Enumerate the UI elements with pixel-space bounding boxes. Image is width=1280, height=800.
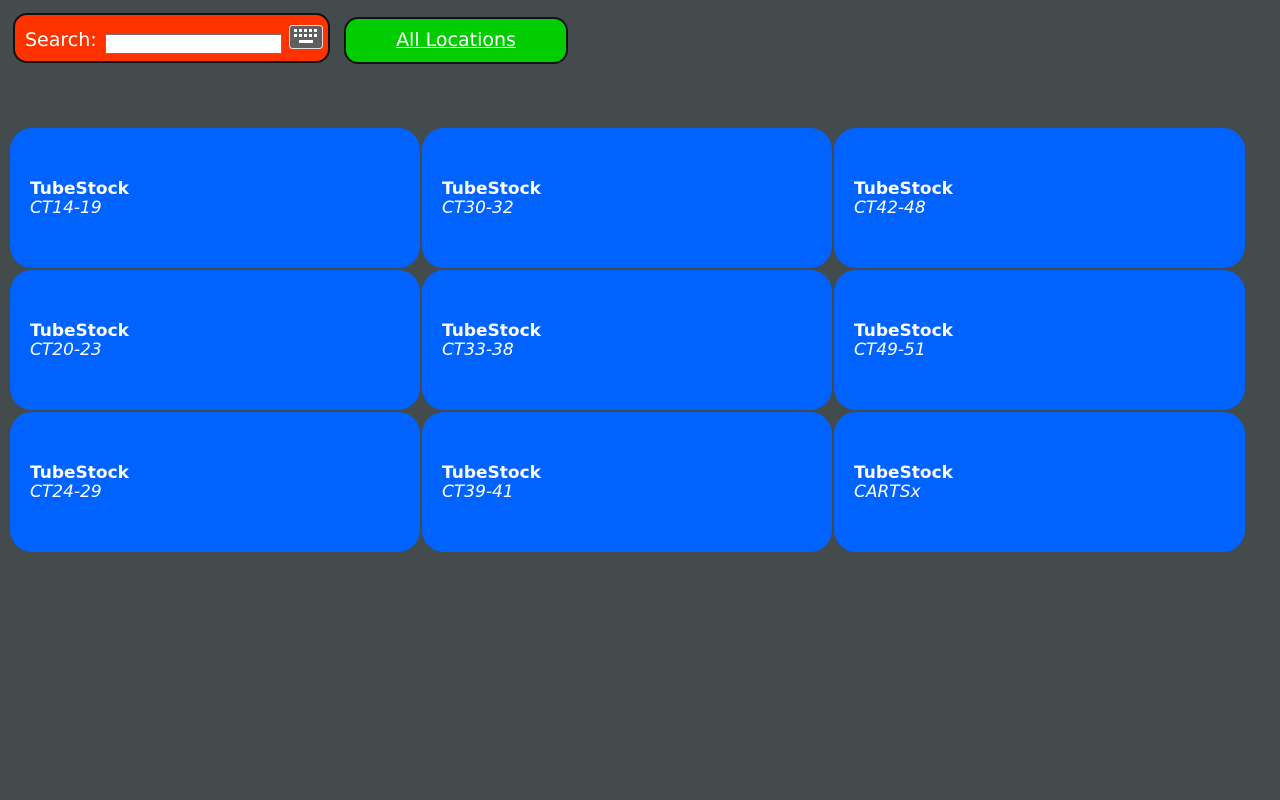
- location-tile[interactable]: TubeStock CT24-29: [10, 412, 420, 552]
- search-box: Search:: [13, 13, 330, 63]
- location-tile[interactable]: TubeStock CARTSx: [834, 412, 1245, 552]
- tile-location: CT20-23: [30, 340, 102, 360]
- tile-title: TubeStock: [854, 179, 953, 199]
- tile-location: CT30-32: [442, 198, 514, 218]
- tile-title: TubeStock: [30, 179, 129, 199]
- location-grid: TubeStock CT14-19 TubeStock CT30-32 Tube…: [10, 128, 1245, 552]
- tile-location: CT14-19: [30, 198, 102, 218]
- location-tile[interactable]: TubeStock CT20-23: [10, 270, 420, 410]
- tile-location: CT39-41: [442, 482, 514, 502]
- tile-title: TubeStock: [442, 463, 541, 483]
- tile-title: TubeStock: [442, 321, 541, 341]
- tile-title: TubeStock: [30, 463, 129, 483]
- search-input[interactable]: [105, 34, 282, 54]
- tile-title: TubeStock: [854, 463, 953, 483]
- tile-location: CT33-38: [442, 340, 514, 360]
- tile-location: CARTSx: [854, 482, 921, 502]
- location-tile[interactable]: TubeStock CT42-48: [834, 128, 1245, 268]
- location-tile[interactable]: TubeStock CT30-32: [422, 128, 832, 268]
- tile-location: CT24-29: [30, 482, 102, 502]
- tile-location: CT49-51: [854, 340, 926, 360]
- location-tile[interactable]: TubeStock CT39-41: [422, 412, 832, 552]
- location-tile[interactable]: TubeStock CT14-19: [10, 128, 420, 268]
- tile-title: TubeStock: [442, 179, 541, 199]
- all-locations-button[interactable]: All Locations: [344, 17, 568, 64]
- tile-title: TubeStock: [854, 321, 953, 341]
- tile-location: CT42-48: [854, 198, 926, 218]
- search-label: Search:: [25, 29, 97, 51]
- all-locations-label: All Locations: [396, 29, 516, 51]
- keyboard-icon[interactable]: [289, 25, 323, 49]
- tile-title: TubeStock: [30, 321, 129, 341]
- location-tile[interactable]: TubeStock CT33-38: [422, 270, 832, 410]
- location-tile[interactable]: TubeStock CT49-51: [834, 270, 1245, 410]
